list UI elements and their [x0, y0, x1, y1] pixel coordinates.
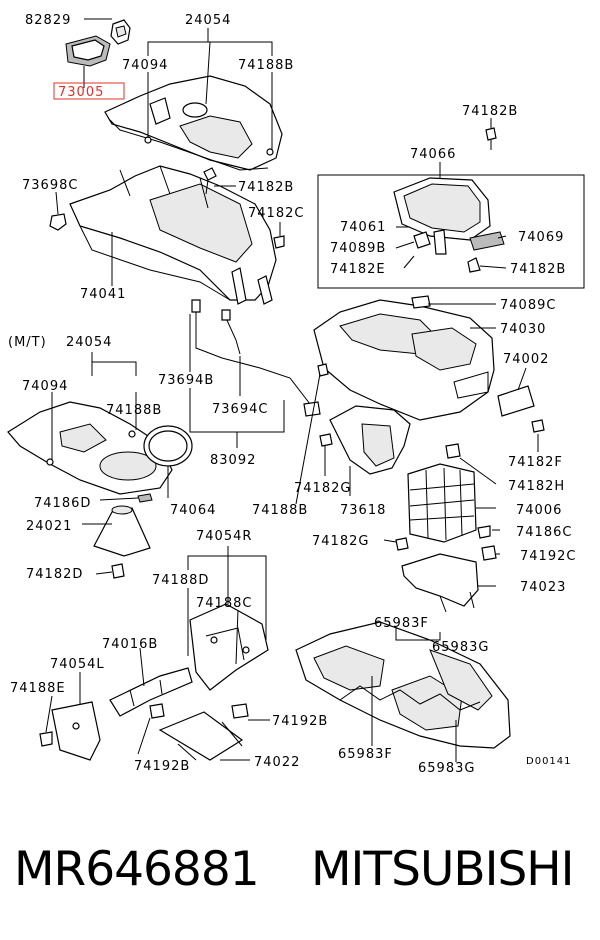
- part-74089B-bracket-drawing: [413, 229, 447, 255]
- screw-74182B-armrest-drawing: [467, 127, 497, 273]
- part-74054R-side-panel-drawing: [189, 603, 269, 691]
- label-73694C: 73694C: [212, 402, 268, 417]
- label-74182B-armrest: 74182B: [462, 104, 518, 119]
- label-73698C: 73698C: [22, 178, 78, 193]
- label-74182B-hinge: 74182B: [510, 262, 566, 277]
- part-74054L-side-panel-drawing: [51, 701, 101, 761]
- label-74182C: 74182C: [248, 206, 304, 221]
- part-82829-clip-drawing: [110, 19, 131, 45]
- label-74089B: 74089B: [330, 241, 386, 256]
- label-74030: 74030: [500, 322, 546, 337]
- part-74016B-bracket-drawing: [109, 667, 193, 717]
- part-65983-floor-pads-drawing: [295, 621, 511, 749]
- label-83092: 83092: [210, 453, 256, 468]
- part-24054-mt-console-top-drawing: [7, 401, 173, 495]
- label-74066: 74066: [410, 147, 456, 162]
- bolt-74192B-drawing: [149, 703, 249, 719]
- label-74041: 74041: [80, 287, 126, 302]
- label-74182H: 74182H: [508, 479, 565, 494]
- label-74182F: 74182F: [508, 455, 563, 470]
- part-74186D-clip-drawing: [137, 493, 153, 503]
- label-74186D: 74186D: [34, 496, 91, 511]
- caption-bar: MR646881 MITSUBISHI: [0, 840, 600, 910]
- part-number: MR646881: [14, 842, 260, 897]
- label-24054: 24054: [185, 13, 231, 28]
- screw-74182B-top-drawing: [203, 167, 217, 195]
- brand-name: MITSUBISHI: [311, 842, 574, 897]
- part-24054-console-top-drawing: [104, 75, 283, 171]
- part-74192C-bolt-drawing: [481, 545, 497, 561]
- part-24021-shift-boot-drawing: [93, 505, 151, 557]
- label-74192B-left: 74192B: [134, 759, 190, 774]
- screw-74182G-drawing: [319, 433, 409, 551]
- part-74030-rear-console-drawing: [313, 295, 495, 421]
- part-74023-bracket-drawing: [401, 553, 479, 613]
- label-74094-mt: 74094: [22, 379, 68, 394]
- label-74188B-mt: 74188B: [106, 403, 162, 418]
- label-74182B-top: 74182B: [238, 180, 294, 195]
- label-74089C: 74089C: [500, 298, 556, 313]
- label-74192B-right: 74192B: [272, 714, 328, 729]
- label-74188D: 74188D: [152, 573, 209, 588]
- part-74022-bracket-drawing: [158, 711, 244, 761]
- label-74054L: 74054L: [50, 657, 105, 672]
- screw-74182C-drawing: [273, 235, 285, 249]
- label-65983G-lower: 65983G: [418, 761, 475, 776]
- label-65983F: 65983F: [374, 616, 429, 631]
- screw-74188E-drawing: [39, 731, 53, 747]
- label-74182G-lower: 74182G: [312, 534, 369, 549]
- label-73005-highlighted: 73005: [58, 85, 104, 100]
- part-74069-hinge-drawing: [469, 231, 505, 251]
- label-74022: 74022: [254, 755, 300, 770]
- label-82829: 82829: [25, 13, 71, 28]
- screw-74182D-drawing: [111, 563, 125, 579]
- label-74186C: 74186C: [516, 525, 572, 540]
- label-74002: 74002: [503, 352, 549, 367]
- label-74188C: 74188C: [196, 596, 252, 611]
- label-74182G: 74182G: [294, 481, 351, 496]
- label-74061: 74061: [340, 220, 386, 235]
- exploded-view-drawing: 82829 24054 74094 74188B 73005 73698C 74…: [7, 13, 585, 776]
- label-24021: 24021: [26, 519, 72, 534]
- label-74182D: 74182D: [26, 567, 83, 582]
- label-74054R: 74054R: [196, 529, 252, 544]
- label-74064: 74064: [170, 503, 216, 518]
- highlight-box-73005: [53, 82, 125, 100]
- label-74023: 74023: [520, 580, 566, 595]
- label-24054-mt: 24054: [66, 335, 112, 350]
- part-labels: 82829 24054 74094 74188B 73005 73698C 74…: [8, 13, 576, 776]
- part-74006-box-drawing: [407, 443, 477, 543]
- label-74182E: 74182E: [330, 262, 386, 277]
- part-74041-console-body-drawing: [69, 165, 277, 305]
- label-73618: 73618: [340, 503, 386, 518]
- label-74069: 74069: [518, 230, 564, 245]
- label-mt-prefix: (M/T): [8, 335, 47, 350]
- part-73698C-fastener-drawing: [49, 213, 67, 231]
- part-73005-cup-drawing: [65, 35, 111, 67]
- part-74066-armrest-lid-drawing: [393, 177, 491, 241]
- part-74064-ring-drawing: [143, 425, 193, 467]
- label-65983F-lower: 65983F: [338, 747, 393, 762]
- part-74186C-clip-drawing: [477, 525, 491, 539]
- label-73694B: 73694B: [158, 373, 214, 388]
- label-74016B: 74016B: [102, 637, 158, 652]
- label-74006: 74006: [516, 503, 562, 518]
- leader-lines: [45, 18, 539, 762]
- label-74192C: 74192C: [520, 549, 576, 564]
- diagram-code: D00141: [526, 756, 572, 767]
- screw-74182F-drawing: [531, 419, 545, 433]
- label-74188E: 74188E: [10, 681, 66, 696]
- label-65983G: 65983G: [432, 640, 489, 655]
- part-83092-harness-drawing: [191, 299, 329, 417]
- label-74188B-harness: 74188B: [252, 503, 308, 518]
- label-74094: 74094: [122, 58, 168, 73]
- armrest-group-box: [317, 174, 585, 289]
- part-74002-tray-drawing: [497, 385, 535, 417]
- label-74188B: 74188B: [238, 58, 294, 73]
- part-73618-cup-holder-drawing: [329, 405, 411, 475]
